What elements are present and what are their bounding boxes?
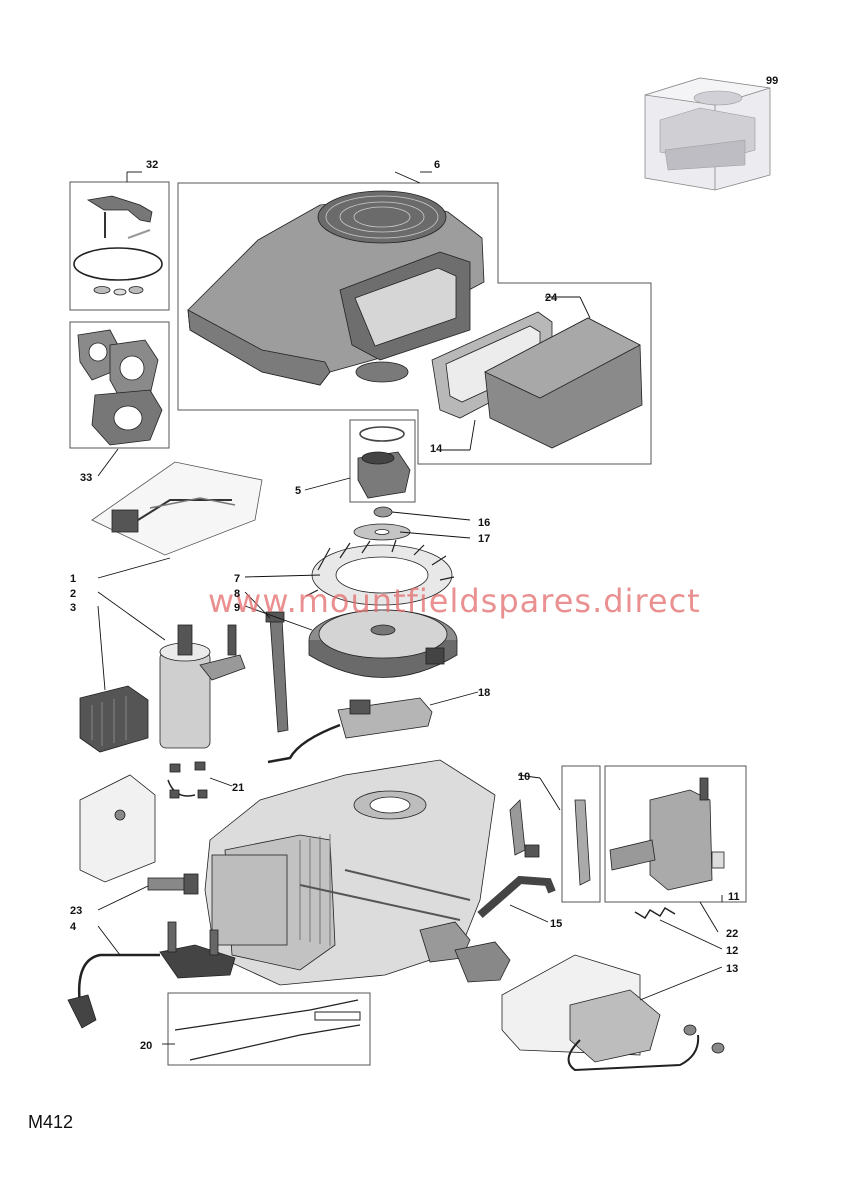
part-10-governor-arm bbox=[509, 765, 601, 903]
callout-24: 24 bbox=[545, 292, 558, 304]
part-23-spark-plug bbox=[147, 873, 199, 895]
part-12-spring bbox=[634, 906, 676, 920]
callout-14: 14 bbox=[430, 443, 443, 455]
part-1-wiring-bag bbox=[91, 461, 263, 556]
part-3-rectifier bbox=[79, 685, 149, 753]
callout-2: 2 bbox=[70, 588, 76, 600]
callout-17: 17 bbox=[478, 533, 490, 545]
part-8-dipstick bbox=[265, 611, 289, 733]
callout-3: 3 bbox=[70, 602, 76, 614]
part-99-engine-box bbox=[644, 77, 771, 191]
part-32-kit bbox=[69, 181, 170, 311]
callout-1: 1 bbox=[70, 573, 76, 585]
callout-99: 99 bbox=[766, 75, 778, 87]
part-33-gasket-kit bbox=[69, 321, 170, 449]
part-20-links bbox=[167, 992, 371, 1066]
part-18-ignition-coil bbox=[267, 697, 433, 764]
callout-5: 5 bbox=[295, 485, 301, 497]
callout-16: 16 bbox=[478, 517, 490, 529]
callout-32: 32 bbox=[146, 159, 158, 171]
callout-12: 12 bbox=[726, 945, 738, 957]
callout-7: 7 bbox=[234, 573, 240, 585]
callout-33: 33 bbox=[80, 472, 92, 484]
callout-4: 4 bbox=[70, 921, 77, 933]
callout-11: 11 bbox=[728, 891, 740, 903]
callout-9: 9 bbox=[234, 602, 240, 614]
callout-labels: 99 32 6 24 14 5 33 16 17 7 8 9 1 2 3 18 … bbox=[70, 75, 778, 1052]
part-15-breather-tube bbox=[477, 875, 556, 919]
callout-6: 6 bbox=[434, 159, 440, 171]
callout-20: 20 bbox=[140, 1040, 152, 1052]
part-2-starter-motor bbox=[159, 624, 246, 749]
part-4-ht-lead bbox=[67, 921, 236, 1029]
callout-23: 23 bbox=[70, 905, 82, 917]
callout-22: 22 bbox=[726, 928, 738, 940]
callout-8: 8 bbox=[234, 588, 240, 600]
part-24-air-filter bbox=[431, 311, 643, 449]
engine-block bbox=[204, 759, 496, 986]
callout-18: 18 bbox=[478, 687, 490, 699]
diagram-code: M412 bbox=[28, 1112, 74, 1132]
callout-15: 15 bbox=[550, 918, 562, 930]
part-9-flywheel bbox=[308, 609, 458, 678]
part-5-adaptor bbox=[349, 419, 416, 503]
callout-10: 10 bbox=[518, 771, 530, 783]
part-16-17-nut-washer bbox=[353, 506, 411, 541]
callout-13: 13 bbox=[726, 963, 738, 975]
watermark-text: www.mountfieldspares.direct bbox=[208, 582, 701, 620]
cover-plate bbox=[79, 774, 156, 883]
part-22-throttle-bracket bbox=[604, 765, 747, 903]
part-6-blower-housing bbox=[177, 182, 652, 465]
callout-21: 21 bbox=[232, 782, 244, 794]
part-7-fan bbox=[305, 539, 455, 606]
part-21-terminals bbox=[167, 761, 208, 799]
leader-lines bbox=[97, 171, 723, 1045]
part-13-carburettor bbox=[419, 921, 725, 1072]
